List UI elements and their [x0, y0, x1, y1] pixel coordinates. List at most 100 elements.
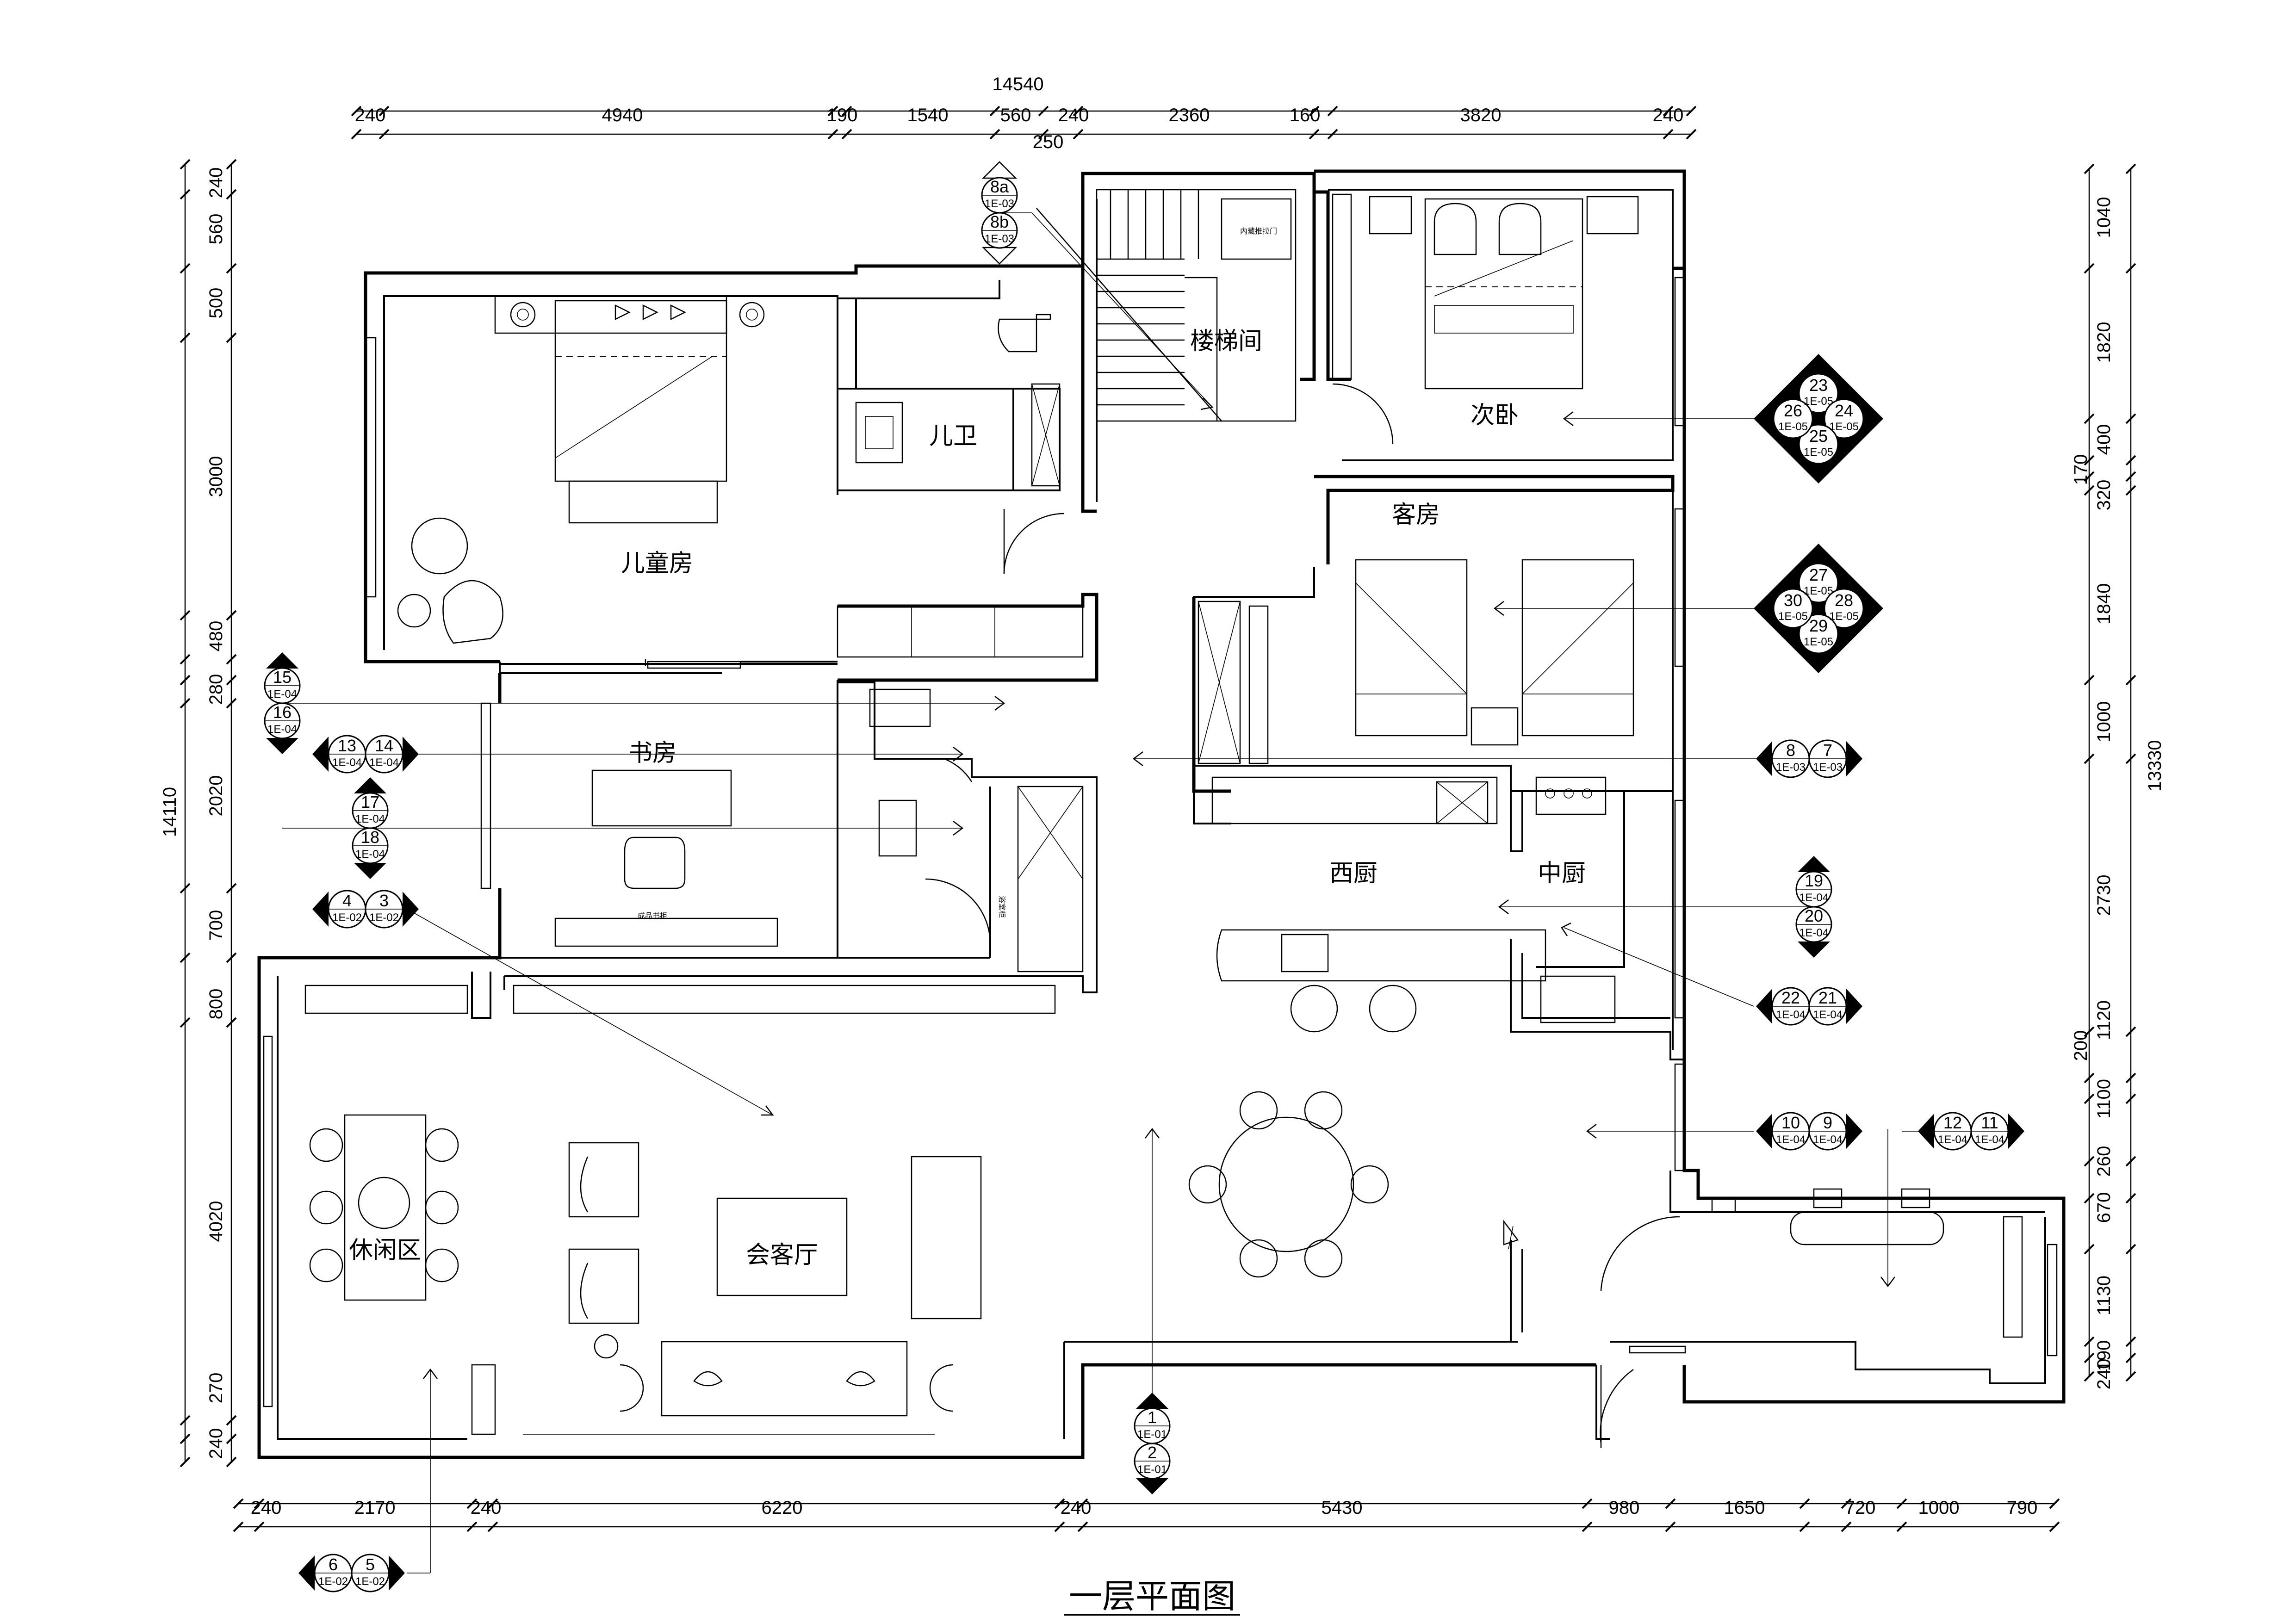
dim-bottom-tick	[1841, 1521, 1852, 1532]
dim-top-tick	[827, 105, 838, 117]
dim-right-tick	[2125, 455, 2136, 466]
dim-top-tick	[1309, 129, 1320, 140]
tag-17-18-ref-top: 1E-04	[355, 813, 385, 825]
dim-top-0: 240	[355, 105, 386, 125]
label-guest-room: 客房	[1392, 501, 1440, 529]
tag-27-ref: 1E-05	[1804, 585, 1833, 597]
tag-15-16-top: 15	[273, 668, 292, 687]
dim-left-tick	[226, 675, 237, 686]
tag-8-7-ref-left: 1E-03	[1776, 761, 1806, 774]
tag-25: 25	[1809, 427, 1828, 446]
dim-bottom-8: 720	[1845, 1498, 1876, 1518]
tag-12-11-ref-right: 1E-04	[1975, 1134, 2004, 1146]
dim-bottom-tick	[1799, 1498, 1810, 1509]
dim-left-tick	[226, 698, 237, 709]
dim-bottom-tick	[487, 1521, 498, 1532]
walls	[257, 169, 2066, 1459]
dim-right-0: 1040	[2094, 197, 2114, 238]
dim-right-3: 170	[2071, 454, 2091, 485]
label-chinese-kitchen: 中厨	[1538, 860, 1586, 887]
dim-right-total: 13330	[2145, 740, 2165, 791]
tag-28: 28	[1835, 591, 1853, 610]
tag-25-ref: 1E-05	[1804, 446, 1833, 458]
label-western-kitchen: 西厨	[1329, 860, 1378, 887]
dim-top-2: 190	[827, 105, 858, 125]
tag-13-14-right: 14	[375, 736, 393, 755]
dim-top-tick	[1038, 129, 1049, 140]
dim-right-1: 1820	[2094, 322, 2114, 363]
dim-bottom-tick	[1054, 1521, 1065, 1532]
label-bath-cabinet: 浴室柜	[998, 896, 1006, 918]
tag-4-3-ref-right: 1E-02	[369, 911, 399, 924]
dim-bottom-10: 790	[2007, 1498, 2038, 1518]
tag-12-11: 12 1E-04 11 1E-04	[1918, 1112, 2024, 1151]
tag-6-5: 6 1E-02 5 1E-02	[298, 1554, 405, 1592]
dim-left-11: 240	[206, 1428, 226, 1459]
dim-bottom-tick	[466, 1521, 478, 1532]
dim-bottom-tick	[1799, 1521, 1810, 1532]
dim-right-7: 2730	[2094, 875, 2114, 916]
dim-right-2: 400	[2094, 424, 2114, 455]
dim-top-tick	[1327, 129, 1338, 140]
dim-top-tick	[379, 129, 390, 140]
dim-bottom-tick	[1054, 1498, 1065, 1509]
dim-right-9: 200	[2071, 1030, 2091, 1061]
dim-right-tick	[2084, 1156, 2095, 1167]
tag-22-21-left: 22	[1781, 988, 1800, 1007]
tag-4-3: 4 1E-02 3 1E-02	[312, 890, 419, 929]
dim-right-tick	[2084, 1026, 2095, 1037]
dim-bottom-tick	[1582, 1498, 1593, 1509]
dim-top-1: 4940	[602, 105, 643, 125]
dim-right-tick	[2125, 1371, 2136, 1382]
dim-top-sub: 250	[1033, 132, 1064, 152]
tag-23: 23	[1809, 376, 1828, 395]
dim-right-tick	[2125, 413, 2136, 424]
staircase	[1036, 189, 1297, 422]
tag-8a-8b-ref-top: 1E-03	[985, 198, 1014, 210]
dim-right-10: 1100	[2094, 1079, 2114, 1119]
tag-13-14: 13 1E-04 14 1E-04	[312, 735, 419, 774]
dim-right-tick	[2125, 1072, 2136, 1084]
dim-top-tick	[1073, 105, 1084, 117]
dim-bottom-5: 5430	[1322, 1498, 1363, 1518]
dim-left-0: 240	[206, 167, 226, 198]
plan-title: 一层平面图	[1069, 1577, 1235, 1616]
tag-12-11-right: 11	[1981, 1113, 1998, 1132]
dim-bottom-tick	[1896, 1521, 1907, 1532]
dim-bottom-7: 1650	[1724, 1498, 1765, 1518]
tag-15-16: 15 1E-04 16 1E-04	[264, 652, 301, 754]
tag-29-ref: 1E-05	[1804, 636, 1833, 648]
tag-10-9-ref-right: 1E-04	[1813, 1134, 1843, 1146]
dim-right-tick	[2084, 1244, 2095, 1255]
dim-left-tick	[180, 675, 191, 686]
tag-17-18-bot: 18	[361, 828, 379, 847]
dim-bottom-tick	[1896, 1498, 1907, 1509]
tag-10-9-right: 9	[1823, 1113, 1832, 1132]
tag-8a-8b: 8a 1E-03 8b 1E-03	[981, 161, 1018, 265]
dim-top-tick	[1073, 129, 1084, 140]
dim-left-tick	[180, 189, 191, 200]
tag-22-21-ref-right: 1E-04	[1813, 1009, 1843, 1021]
dim-right-tick	[2084, 1371, 2095, 1382]
dim-left-tick	[226, 263, 237, 274]
tag-13-14-ref-right: 1E-04	[369, 756, 399, 769]
tag-1-2-top: 1	[1148, 1408, 1157, 1427]
tag-23-ref: 1E-05	[1804, 395, 1833, 408]
second-bedroom-bed	[1332, 193, 1639, 390]
dim-left-tick	[226, 189, 237, 200]
dim-right-tick	[2125, 1156, 2136, 1167]
dim-right-tick	[2084, 471, 2095, 482]
tag-19-20-ref-top: 1E-04	[1799, 892, 1829, 904]
dim-top-tick	[1663, 105, 1674, 117]
dim-bottom-0: 240	[251, 1498, 282, 1518]
dim-top-tick	[827, 129, 838, 140]
dim-left-8: 800	[206, 989, 226, 1020]
dim-top-7: 160	[1290, 105, 1321, 125]
label-cabinet-top: 内藏推拉门	[1240, 227, 1277, 235]
tag-26-ref: 1E-05	[1778, 421, 1808, 433]
dim-top-tick	[1663, 129, 1674, 140]
dining-table	[1188, 1091, 1389, 1278]
dim-left-tick	[226, 1433, 237, 1444]
dim-top-8: 3820	[1460, 105, 1502, 125]
